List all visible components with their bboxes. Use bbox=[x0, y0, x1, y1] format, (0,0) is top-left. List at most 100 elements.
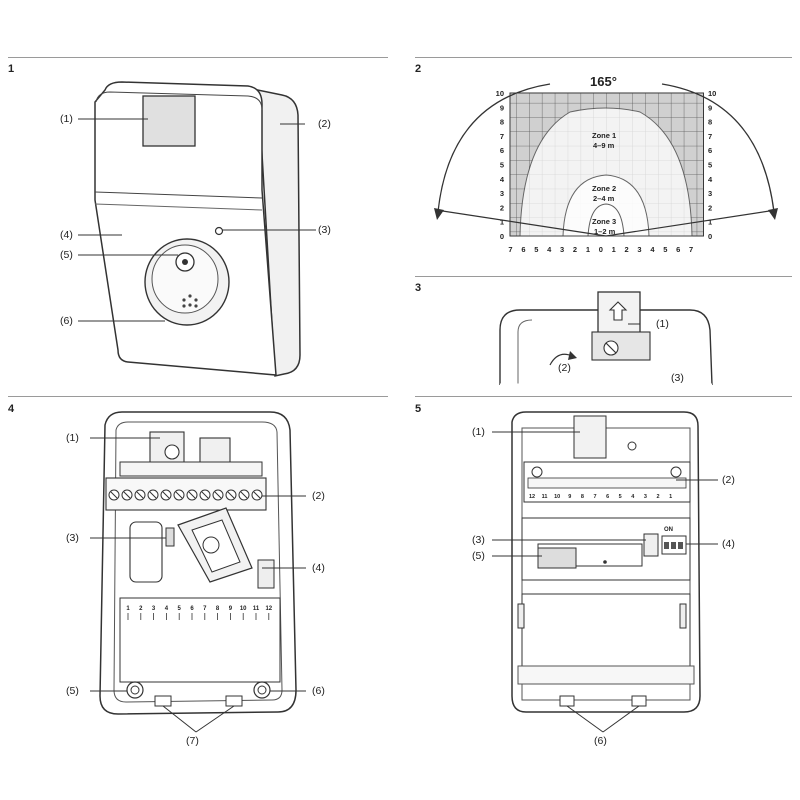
fig5-callout-4: (4) bbox=[722, 538, 735, 550]
coverage-tick-bottom: 6 bbox=[676, 245, 680, 254]
terminal-screw-slot bbox=[240, 491, 248, 499]
fig5-callout-2: (2) bbox=[722, 474, 735, 486]
terminal-screw-slot bbox=[123, 491, 131, 499]
coverage-tick-bottom: 4 bbox=[547, 245, 552, 254]
terminal-label: 4 bbox=[631, 494, 635, 500]
figure-5-rule bbox=[415, 396, 792, 397]
coverage-tick-bottom: 0 bbox=[599, 245, 603, 254]
terminal-label: 8 bbox=[216, 606, 220, 612]
fig1-callout-4: (4) bbox=[60, 229, 73, 241]
coverage-tick-bottom: 7 bbox=[689, 245, 693, 254]
terminal-label: 11 bbox=[542, 494, 548, 500]
coverage-tick-right: 1 bbox=[708, 218, 712, 227]
coverage-tick-left: 8 bbox=[500, 118, 504, 127]
figure-3-rule bbox=[415, 276, 792, 277]
zone-1-name: Zone 1 bbox=[592, 131, 617, 140]
coverage-tick-right: 3 bbox=[708, 189, 712, 198]
terminal-screw-slot bbox=[253, 491, 261, 499]
terminal-label: 8 bbox=[581, 494, 584, 500]
fig4-callout-1: (1) bbox=[66, 432, 79, 444]
coverage-tick-left: 6 bbox=[500, 146, 504, 155]
terminal-label: 2 bbox=[139, 606, 143, 612]
coverage-tick-right: 4 bbox=[708, 175, 713, 184]
terminal-screw-slot bbox=[136, 491, 144, 499]
fig3-callout-1: (1) bbox=[656, 318, 669, 330]
figure-4-rule bbox=[8, 396, 388, 397]
coverage-tick-right: 6 bbox=[708, 146, 712, 155]
figure-2-rule bbox=[415, 57, 792, 58]
coverage-tick-left: 10 bbox=[496, 89, 504, 98]
fig3-callout-3: (3) bbox=[671, 372, 684, 384]
coverage-angle-label: 165° bbox=[590, 74, 617, 89]
dip-on-label: ON bbox=[664, 527, 673, 533]
terminal-label: 10 bbox=[240, 606, 247, 612]
coverage-tick-left: 4 bbox=[500, 175, 505, 184]
figure-1-rule bbox=[8, 57, 388, 58]
zone-1-range: 4–9 m bbox=[593, 141, 615, 150]
coverage-tick-bottom: 2 bbox=[573, 245, 577, 254]
coverage-tick-right: 8 bbox=[708, 118, 712, 127]
terminal-label: 3 bbox=[152, 606, 156, 612]
coverage-tick-right: 7 bbox=[708, 132, 712, 141]
zone-2-name: Zone 2 bbox=[592, 184, 617, 193]
zone-2-range: 2–4 m bbox=[593, 194, 615, 203]
fig4-callout-7: (7) bbox=[186, 735, 199, 747]
fig4-callout-4: (4) bbox=[312, 562, 325, 574]
terminal-label: 6 bbox=[190, 606, 194, 612]
terminal-label: 1 bbox=[669, 494, 672, 500]
fig4-callout-2: (2) bbox=[312, 490, 325, 502]
zone-3-name: Zone 3 bbox=[592, 217, 617, 226]
coverage-tick-left: 2 bbox=[500, 203, 504, 212]
figure-5-number: 5 bbox=[415, 403, 422, 415]
figure-2-number: 2 bbox=[415, 63, 422, 75]
terminal-screw-slot bbox=[188, 491, 196, 499]
coverage-tick-right: 0 bbox=[708, 232, 712, 241]
fig5-callout-3: (3) bbox=[472, 534, 485, 546]
coverage-tick-left: 3 bbox=[500, 189, 504, 198]
fig1-callout-2: (2) bbox=[318, 118, 331, 130]
coverage-tick-right: 9 bbox=[708, 103, 712, 112]
coverage-tick-left: 7 bbox=[500, 132, 504, 141]
figure-4-number: 4 bbox=[8, 403, 15, 415]
terminal-screw-slot bbox=[162, 491, 170, 499]
terminal-label: 4 bbox=[165, 606, 169, 612]
coverage-tick-left: 9 bbox=[500, 103, 504, 112]
figure-3-number: 3 bbox=[415, 282, 422, 294]
terminal-label: 5 bbox=[619, 494, 622, 500]
coverage-tick-bottom: 3 bbox=[637, 245, 641, 254]
terminal-screw-slot bbox=[149, 491, 157, 499]
figure-1-number: 1 bbox=[8, 63, 15, 75]
coverage-tick-left: 5 bbox=[500, 161, 504, 170]
coverage-tick-bottom: 6 bbox=[521, 245, 525, 254]
fig1-callout-5: (5) bbox=[60, 249, 73, 261]
coverage-tick-bottom: 1 bbox=[586, 245, 590, 254]
fig5-callout-6: (6) bbox=[594, 735, 607, 747]
coverage-tick-bottom: 5 bbox=[534, 245, 538, 254]
coverage-tick-left: 0 bbox=[500, 232, 504, 241]
terminal-label: 7 bbox=[593, 494, 596, 500]
fig4-callout-5: (5) bbox=[66, 685, 79, 697]
coverage-tick-bottom: 1 bbox=[612, 245, 616, 254]
fig1-callout-6: (6) bbox=[60, 315, 73, 327]
terminal-label: 1 bbox=[126, 606, 130, 612]
coverage-tick-bottom: 2 bbox=[625, 245, 629, 254]
terminal-label: 10 bbox=[554, 494, 560, 500]
terminal-label: 5 bbox=[178, 606, 182, 612]
fig4-callout-6: (6) bbox=[312, 685, 325, 697]
terminal-screw-slot bbox=[214, 491, 222, 499]
terminal-label: 9 bbox=[568, 494, 571, 500]
coverage-tick-bottom: 5 bbox=[663, 245, 667, 254]
coverage-tick-right: 2 bbox=[708, 203, 712, 212]
coverage-tick-left: 1 bbox=[500, 218, 504, 227]
fig1-callout-3: (3) bbox=[318, 224, 331, 236]
terminal-label: 12 bbox=[265, 606, 272, 612]
coverage-tick-bottom: 7 bbox=[508, 245, 512, 254]
terminal-screw-slot bbox=[201, 491, 209, 499]
cover-removal-view bbox=[499, 291, 713, 387]
coverage-tick-bottom: 3 bbox=[560, 245, 564, 254]
fig5-callout-5: (5) bbox=[472, 550, 485, 562]
terminal-label: 9 bbox=[229, 606, 233, 612]
coverage-tick-right: 10 bbox=[708, 89, 716, 98]
